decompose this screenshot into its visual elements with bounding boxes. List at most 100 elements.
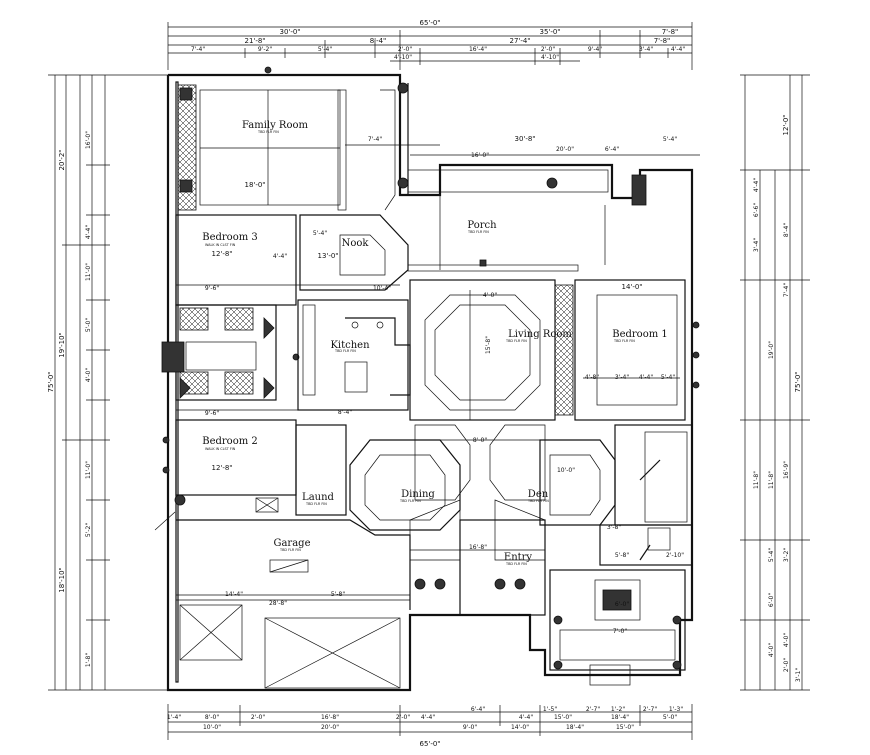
- family-room-dim: 18'-0": [244, 181, 265, 189]
- interior-dim: 10'-4": [373, 285, 391, 292]
- top-overall-dim: 65'-0": [419, 19, 440, 27]
- interior-dim: 4'-0": [483, 292, 497, 299]
- bottom-dim: 9'-0": [463, 724, 477, 731]
- living-room: Living Room TBD FLR FIN: [409, 279, 574, 421]
- garage-label: Garage: [273, 538, 310, 549]
- bottom-dim: 1'-2": [611, 706, 625, 713]
- bedroom-1-dim: 14'-0": [621, 283, 642, 291]
- garage: Garage TBD FLR FIN: [154, 494, 411, 689]
- bedroom-2-label: Bedroom 2: [202, 436, 258, 447]
- interior-dim: 16'-8": [469, 544, 487, 551]
- top-dim: 16'-4": [469, 46, 487, 53]
- dining: Dining TBD FLR FIN: [349, 439, 461, 531]
- top-dim: 2'-0": [398, 46, 412, 53]
- laundry-sub: TBD FLR FIN: [305, 502, 327, 506]
- right-dim: 7'-4": [783, 283, 790, 297]
- interior-dim: 6'-4": [605, 146, 619, 153]
- bedroom-1: Bedroom 1 TBD FLR FIN 14'-0": [574, 174, 700, 421]
- left-dim: 4'-0": [85, 368, 92, 382]
- master-bath: [599, 424, 693, 566]
- top-dim: 30'-0": [279, 28, 300, 36]
- bottom-dim: 15'-0": [554, 714, 572, 721]
- top-dim: 9'-4": [588, 46, 602, 53]
- porch-sub: TBD FLR FIN: [467, 230, 489, 234]
- top-dim: 27'-4": [509, 37, 530, 45]
- interior-dim: 10'-0": [557, 467, 575, 474]
- bottom-dim: 20'-0": [321, 724, 339, 731]
- left-dim: 1'-8": [85, 653, 92, 667]
- top-dim: 4'-10": [394, 54, 412, 61]
- interior-dimensions: 30'-8" 20'-0" 16'-0" 7'-4" 5'-4" 6'-4" 4…: [176, 135, 700, 635]
- right-dim: 4'-0": [768, 643, 775, 657]
- interior-dim: 5'-4": [313, 230, 327, 237]
- dining-sub: TBD FLR FIN: [399, 499, 421, 503]
- right-dim: 19'-0": [768, 341, 775, 359]
- interior-dim: 8'-4": [338, 409, 352, 416]
- bottom-dim: 2'-0": [396, 714, 410, 721]
- den-label: Den: [528, 489, 549, 500]
- family-room: Family Room TBD FLR FIN 18'-0": [177, 66, 409, 211]
- left-dim: 11'-0": [85, 461, 92, 479]
- left-overall-dim: 75'-0": [47, 371, 55, 392]
- interior-dim: 2'-10": [666, 552, 684, 559]
- bedroom-2-sub: WALK IN CLST FIN: [205, 447, 236, 451]
- interior-dim: 5'-4": [663, 136, 677, 143]
- dining-label: Dining: [401, 489, 435, 500]
- right-dim: 6'-6": [753, 203, 760, 217]
- left-dim: 5'-0": [85, 318, 92, 332]
- kitchen: Kitchen TBD FLR FIN: [297, 299, 411, 411]
- top-dim: 7'-8": [662, 28, 679, 36]
- front-porch: [549, 569, 686, 686]
- right-dim: 4'-4": [753, 178, 760, 192]
- bottom-dim: 1'-5": [543, 706, 557, 713]
- bottom-dim: 15'-0": [616, 724, 634, 731]
- entry-sub: TBD FLR FIN: [505, 562, 527, 566]
- interior-dim: 3'-8": [607, 524, 621, 531]
- bottom-dim: 8'-0": [205, 714, 219, 721]
- laundry-label: Laund: [302, 492, 334, 503]
- family-room-label: Family Room: [242, 120, 308, 131]
- interior-dim: 9'-6": [205, 410, 219, 417]
- laundry: Laund TBD FLR FIN: [255, 424, 347, 516]
- porch: Porch TBD FLR FIN: [407, 169, 609, 272]
- right-dim: 6'-0": [768, 593, 775, 607]
- interior-dim: 6'-0": [615, 601, 629, 608]
- interior-dim: 5'-8": [331, 591, 345, 598]
- top-dimensions: 65'-0" 30'-0" 35'-0" 7'-8" 21'-8" 8'-4" …: [167, 19, 693, 70]
- bottom-dim: 2'-7": [586, 706, 600, 713]
- right-dim: 11'-8": [768, 471, 775, 489]
- bottom-dim: 2'-7": [643, 706, 657, 713]
- right-dim: 5'-4": [768, 548, 775, 562]
- right-dim: 8'-4": [783, 223, 790, 237]
- bottom-dim: 10'-0": [203, 724, 221, 731]
- left-dim: 20'-2": [58, 149, 66, 170]
- kitchen-label: Kitchen: [330, 340, 370, 351]
- left-dimensions: 75'-0" 20'-2" 19'-10" 18'-10" 16'-0" 4'-…: [47, 74, 168, 691]
- living-room-sub: TBD FLR FIN: [505, 339, 527, 343]
- interior-dim: 4'-4": [639, 374, 653, 381]
- bottom-dimensions: 1'-4" 8'-0" 2'-0" 16'-8" 2'-0" 4'-4" 6'-…: [167, 704, 693, 748]
- bottom-dim: 2'-0": [251, 714, 265, 721]
- right-dim: 3'-4": [753, 238, 760, 252]
- bottom-dim: 5'-0": [663, 714, 677, 721]
- entry-label: Entry: [504, 552, 533, 563]
- bath-hall: [161, 304, 300, 401]
- left-dim: 11'-0": [85, 263, 92, 281]
- interior-dim: 5'-8": [615, 552, 629, 559]
- family-room-sub: TBD FLR FIN: [257, 130, 279, 134]
- left-dim: 4'-4": [85, 225, 92, 239]
- top-dim: 4'-4": [671, 46, 685, 53]
- left-dim: 16'-0": [85, 131, 92, 149]
- right-dim: 16'-9": [783, 461, 790, 479]
- bedroom-3: Bedroom 3 WALK IN CLST FIN 12'-8": [175, 214, 297, 306]
- right-dim: 2'-0": [783, 658, 790, 672]
- bedroom-1-label: Bedroom 1: [612, 329, 668, 340]
- top-dim: 21'-8": [244, 37, 265, 45]
- interior-dim: 8'-0": [473, 437, 487, 444]
- bedroom-1-sub: TBD FLR FIN: [613, 339, 635, 343]
- entry: Entry TBD FLR FIN: [414, 519, 546, 616]
- right-overall-dim: 75'-0": [794, 371, 802, 392]
- interior-dim: 14'-4": [225, 591, 243, 598]
- top-dim: 35'-0": [539, 28, 560, 36]
